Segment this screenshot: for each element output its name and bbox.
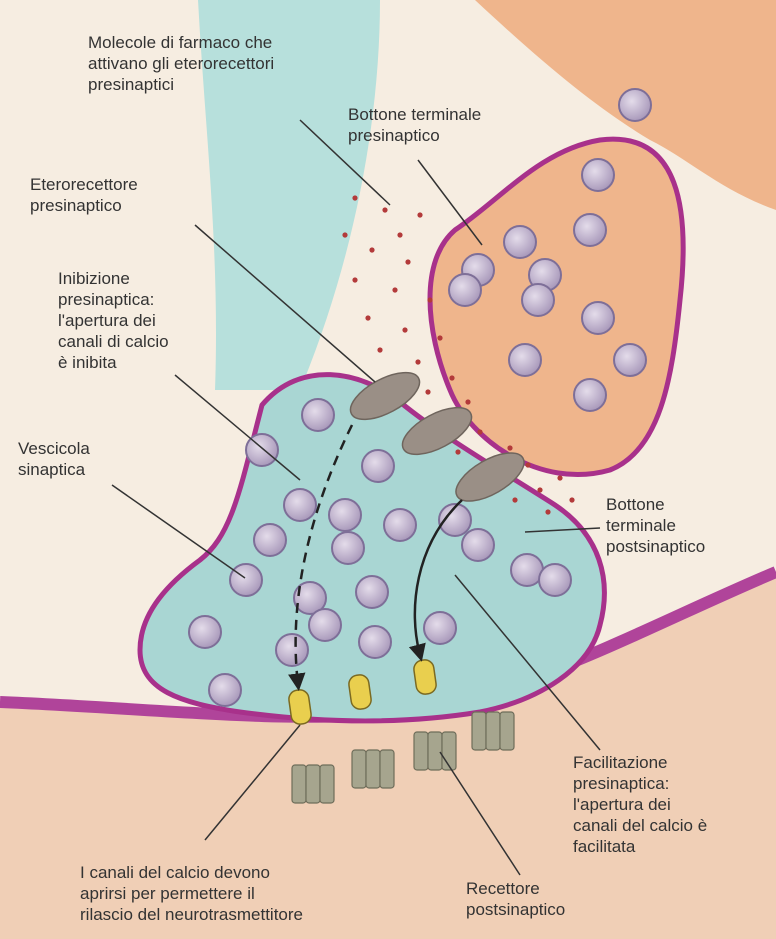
drug-molecule bbox=[449, 375, 454, 380]
label-drug-molecules: Molecole di farmaco che attivano gli ete… bbox=[88, 32, 274, 95]
synaptic-vesicle bbox=[462, 529, 494, 561]
drug-molecule bbox=[427, 297, 432, 302]
label-presynaptic-facilitation: Facilitazione presinaptica: l'apertura d… bbox=[573, 752, 707, 857]
synaptic-vesicle bbox=[539, 564, 571, 596]
synaptic-vesicle bbox=[362, 450, 394, 482]
drug-molecule bbox=[342, 232, 347, 237]
drug-molecule bbox=[352, 195, 357, 200]
drug-molecule bbox=[369, 247, 374, 252]
postsynaptic-receptor-2 bbox=[352, 750, 394, 788]
drug-molecule bbox=[437, 335, 442, 340]
label-postsynaptic-receptor: Recettore postsinaptico bbox=[466, 878, 565, 920]
synaptic-vesicle bbox=[230, 564, 262, 596]
drug-molecule bbox=[512, 497, 517, 502]
drug-molecule bbox=[477, 429, 482, 434]
drug-molecule bbox=[569, 497, 574, 502]
postsynaptic-receptor-3 bbox=[414, 732, 456, 770]
drug-molecule bbox=[415, 359, 420, 364]
label-presynaptic-heteroreceptor: Eterorecettore presinaptico bbox=[30, 174, 138, 216]
synaptic-vesicle bbox=[449, 274, 481, 306]
drug-molecule bbox=[405, 259, 410, 264]
postsynaptic-receptor-1 bbox=[292, 765, 334, 803]
drug-molecule bbox=[465, 399, 470, 404]
drug-molecule bbox=[425, 389, 430, 394]
postsynaptic-receptor-4 bbox=[472, 712, 514, 750]
drug-molecule bbox=[525, 462, 530, 467]
synaptic-vesicle bbox=[209, 674, 241, 706]
label-postsynaptic-button: Bottone terminale postsinaptico bbox=[606, 494, 705, 557]
label-presynaptic-button: Bottone terminale presinaptico bbox=[348, 104, 481, 146]
synaptic-vesicle bbox=[302, 399, 334, 431]
label-calcium-channels: I canali del calcio devono aprirsi per p… bbox=[80, 862, 303, 925]
synaptic-vesicle bbox=[619, 89, 651, 121]
synaptic-vesicle bbox=[356, 576, 388, 608]
label-synaptic-vesicle: Vescicola sinaptica bbox=[18, 438, 90, 480]
synaptic-vesicle bbox=[384, 509, 416, 541]
synaptic-vesicle bbox=[522, 284, 554, 316]
synaptic-vesicle bbox=[284, 489, 316, 521]
drug-molecule bbox=[507, 445, 512, 450]
synaptic-vesicle bbox=[309, 609, 341, 641]
label-presynaptic-inhibition: Inibizione presinaptica: l'apertura dei … bbox=[58, 268, 169, 373]
drug-molecule bbox=[382, 207, 387, 212]
drug-molecule bbox=[377, 347, 382, 352]
synaptic-vesicle bbox=[189, 616, 221, 648]
synaptic-vesicle bbox=[582, 159, 614, 191]
synaptic-vesicle bbox=[504, 226, 536, 258]
synaptic-vesicle bbox=[359, 626, 391, 658]
drug-molecule bbox=[402, 327, 407, 332]
synaptic-vesicle bbox=[329, 499, 361, 531]
drug-molecule bbox=[397, 232, 402, 237]
synaptic-vesicle bbox=[276, 634, 308, 666]
drug-molecule bbox=[417, 212, 422, 217]
synaptic-vesicle bbox=[582, 302, 614, 334]
drug-molecule bbox=[392, 287, 397, 292]
drug-molecule bbox=[537, 487, 542, 492]
synaptic-vesicle bbox=[574, 214, 606, 246]
synaptic-vesicle bbox=[614, 344, 646, 376]
synaptic-vesicle bbox=[509, 344, 541, 376]
synaptic-vesicle bbox=[254, 524, 286, 556]
synaptic-vesicle bbox=[332, 532, 364, 564]
synaptic-vesicle bbox=[424, 612, 456, 644]
drug-molecule bbox=[352, 277, 357, 282]
synaptic-vesicle bbox=[574, 379, 606, 411]
drug-molecule bbox=[455, 449, 460, 454]
drug-molecule bbox=[557, 475, 562, 480]
drug-molecule bbox=[545, 509, 550, 514]
drug-molecule bbox=[365, 315, 370, 320]
